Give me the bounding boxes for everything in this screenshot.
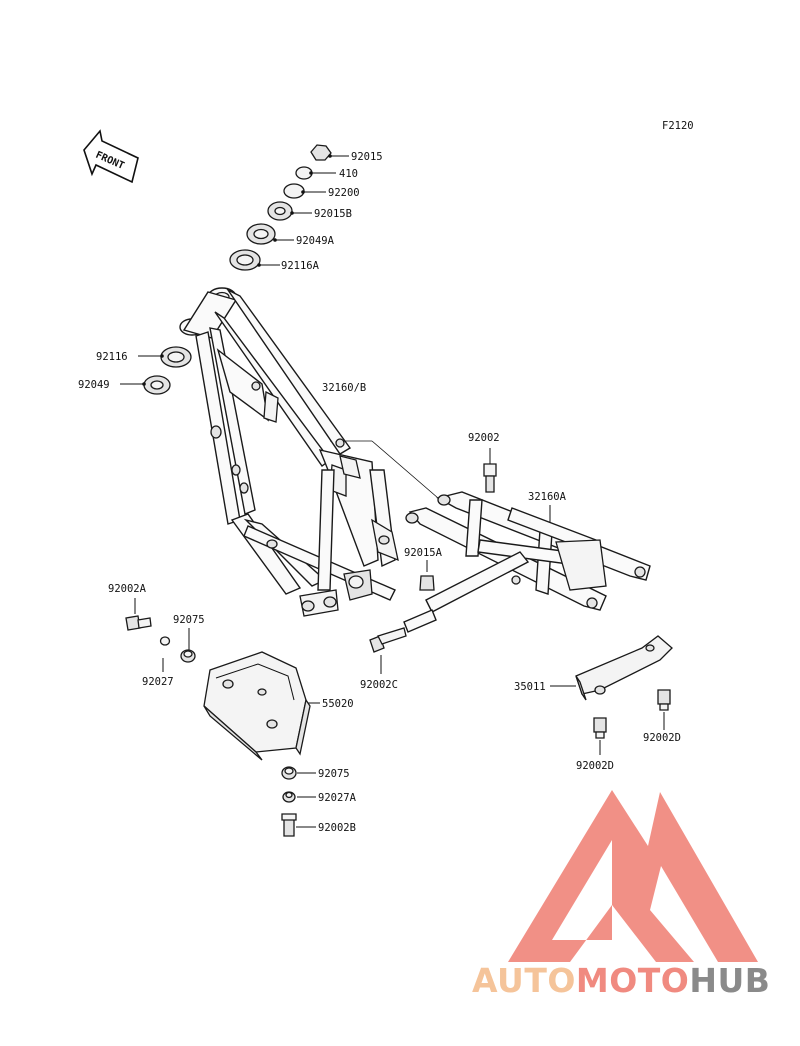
collar-92027-icon — [159, 636, 171, 646]
label-35011: 35011 — [514, 681, 546, 693]
bolt-92002b-icon — [281, 813, 297, 837]
steering-stem-stack — [143, 144, 332, 395]
label-92002d-right: 92002D — [643, 732, 681, 744]
label-92002c: 92002C — [360, 679, 398, 691]
label-92002a: 92002A — [108, 583, 147, 595]
collar-92075a-icon — [180, 649, 196, 663]
label-32160a: 32160A — [528, 491, 567, 503]
label-92015a: 92015A — [404, 547, 443, 559]
bolt-92002c-icon — [369, 627, 407, 653]
watermark-part1: AUTO — [472, 961, 576, 1000]
lockwasher-92200-icon — [283, 183, 305, 199]
guard-35011 — [575, 635, 673, 701]
label-92075-lower: 92075 — [318, 768, 350, 780]
label-92200: 92200 — [328, 187, 360, 199]
label-92027: 92027 — [142, 676, 174, 688]
label-92002d-left: 92002D — [576, 760, 614, 772]
label-55020: 55020 — [322, 698, 354, 710]
label-92002: 92002 — [468, 432, 500, 444]
label-92027a: 92027A — [318, 792, 357, 804]
nut-92015a-icon — [419, 575, 435, 591]
collar-92027a-icon — [282, 791, 296, 803]
watermark-logo — [508, 790, 758, 962]
watermark-triangle-icon — [508, 790, 758, 962]
part-labels: 92015 410 92200 92015B 92049A 92116A 921… — [78, 151, 681, 834]
main-frame-32160b — [179, 287, 399, 617]
label-410: 410 — [339, 168, 358, 180]
front-arrow-icon: FRONT — [83, 129, 139, 184]
label-92075-upper: 92075 — [173, 614, 205, 626]
collar-92075b-icon — [281, 766, 297, 780]
watermark-part3: HUB — [689, 961, 770, 1000]
label-92015: 92015 — [351, 151, 383, 163]
label-32160b: 32160/B — [322, 382, 366, 394]
label-92015b: 92015B — [314, 208, 352, 220]
rear-frame-32160a — [403, 491, 651, 633]
nut-92015-icon — [310, 144, 332, 161]
bolt-92002d-b-icon — [657, 689, 671, 711]
label-92049a: 92049A — [296, 235, 335, 247]
label-92049: 92049 — [78, 379, 110, 391]
watermark-text: AUTOMOTOHUB — [472, 961, 770, 1000]
svg-text:AUTOMOTOHUB: AUTOMOTOHUB — [472, 961, 770, 1000]
label-92116a: 92116A — [281, 260, 320, 272]
label-92002b: 92002B — [318, 822, 356, 834]
bolt-92002-icon — [483, 463, 497, 493]
label-92116: 92116 — [96, 351, 128, 363]
bolt-92002a-icon — [125, 615, 152, 631]
watermark-part2: MOTO — [576, 961, 689, 1000]
skid-plate-55020 — [203, 651, 311, 761]
leader-lines — [120, 154, 665, 828]
bolt-92002d-a-icon — [593, 717, 607, 739]
figure-code: F2120 — [662, 120, 694, 132]
